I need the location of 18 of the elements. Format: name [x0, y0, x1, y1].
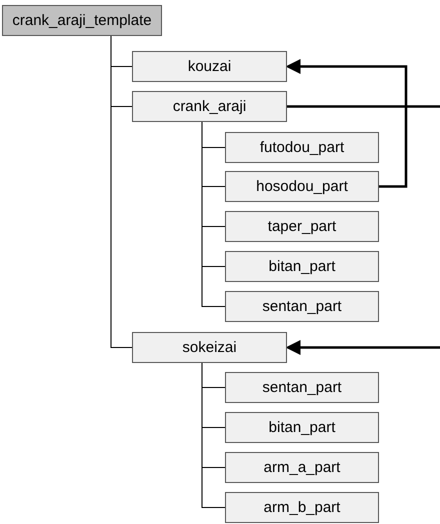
tree-connector — [202, 362, 226, 508]
arrow — [286, 59, 408, 188]
tree-node-box: bitan_part — [225, 251, 379, 282]
tree-node-box: sentan_part — [225, 372, 379, 403]
tree-node-box: taper_part — [225, 211, 379, 242]
tree-node-box: hosodou_part — [225, 171, 379, 202]
tree-node-box: bitan_part — [225, 412, 379, 443]
tree-node-box: sentan_part — [225, 291, 379, 322]
tree-node-box: kouzai — [132, 51, 287, 82]
tree-node-box: crank_araji — [132, 91, 287, 122]
tree-node-box: arm_a_part — [225, 452, 379, 483]
connector-line — [287, 105, 440, 108]
arrow — [286, 340, 440, 355]
tree-node-box: futodou_part — [225, 132, 379, 163]
tree-node-box: sokeizai — [132, 332, 287, 363]
tree-connector — [202, 122, 226, 307]
tree-node-box: arm_b_part — [225, 492, 379, 523]
tree-node-box: crank_araji_template — [2, 5, 162, 36]
